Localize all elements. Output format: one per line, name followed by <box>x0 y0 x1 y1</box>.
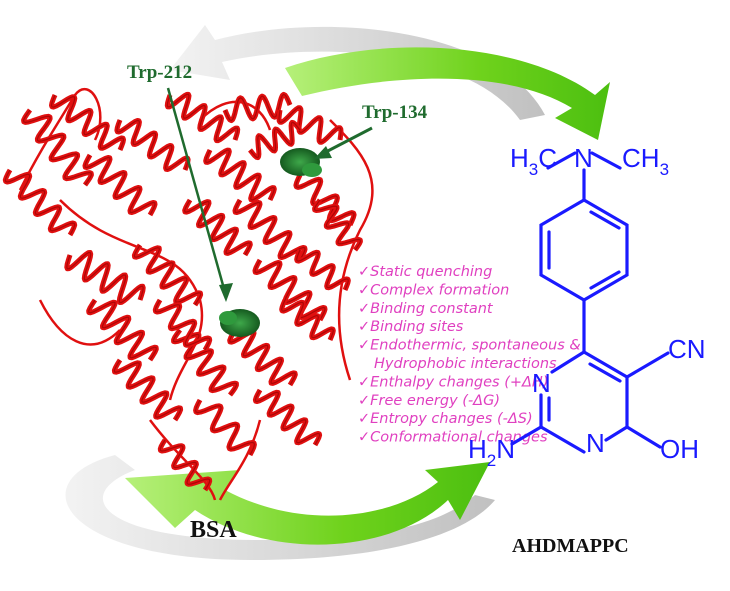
coil-loop <box>149 419 217 501</box>
alpha-helix-shade <box>84 154 156 216</box>
compound-label: AHDMAPPC <box>512 535 629 557</box>
h2n-group: H2N <box>468 434 515 470</box>
alpha-helix-shade <box>116 119 189 171</box>
alpha-helix-shade <box>22 109 93 186</box>
ch3-group: CH3 <box>622 143 669 179</box>
trp-212-label: Trp-212 <box>127 62 192 83</box>
property-item: ✓Binding constant <box>358 301 494 317</box>
bsa-protein-ribbon <box>2 87 374 501</box>
alpha-helix-shade <box>4 169 76 236</box>
alpha-helix-shade <box>224 93 291 122</box>
trp-212-residue <box>219 309 260 337</box>
ahdmappc-structure <box>510 151 670 454</box>
alpha-helix-shade <box>254 259 326 321</box>
alpha-helix-shade <box>254 389 321 446</box>
alpha-helix-shade <box>88 299 157 361</box>
trp-134-residue <box>280 148 322 177</box>
property-item: ✓Free energy (-ΔG) <box>358 393 500 409</box>
bottom-green-arrow <box>125 462 490 545</box>
property-item: ✓Complex formation <box>358 282 509 298</box>
alpha-helix-shade <box>234 199 306 261</box>
alpha-helix-shade <box>281 299 334 341</box>
ring-n-bottom: N <box>586 428 605 458</box>
property-item: ✓Enthalpy changes (+ΔH) <box>358 374 549 390</box>
property-item: ✓Endothermic, spontaneous & <box>358 338 581 354</box>
property-item: ✓Binding sites <box>358 319 464 335</box>
alpha-helix-shade <box>249 121 301 159</box>
property-item: ✓Conformational changes <box>358 430 548 446</box>
property-item: ✓Static quenching <box>358 264 492 280</box>
alpha-helix-shade <box>184 199 251 256</box>
hydroxyl-group: OH <box>660 434 699 464</box>
top-gray-arrow <box>170 25 545 120</box>
amine-n: N <box>574 143 593 173</box>
alpha-helix-shade <box>278 107 342 143</box>
coil-loop <box>329 119 374 381</box>
alpha-helix-shade <box>313 199 362 251</box>
top-green-arrow <box>285 47 610 140</box>
alpha-helix-shade <box>295 174 355 226</box>
alpha-helix-shade <box>66 251 144 304</box>
ring-n-left: N <box>532 368 551 398</box>
h3c-group: H3C <box>510 143 557 179</box>
alpha-helix-shade <box>166 93 239 142</box>
property-item: ✓Entropy changes (-ΔS) <box>358 411 533 427</box>
alpha-helix-shade <box>205 149 275 201</box>
alpha-helix-shade <box>133 244 202 306</box>
trp-134-pointer <box>314 126 373 159</box>
binding-properties-list: ✓Static quenching ✓Complex formation ✓Bind… <box>358 264 581 446</box>
coil-loop <box>59 199 204 401</box>
alpha-helix-shade <box>296 249 349 291</box>
trp-134-label: Trp-134 <box>362 102 428 123</box>
alpha-helix-shade <box>154 299 211 351</box>
alpha-helix-shade <box>50 94 125 151</box>
alpha-helix-shade <box>159 439 211 491</box>
coil-loop <box>38 299 121 346</box>
bsa-label: BSA <box>190 517 237 543</box>
alpha-helix-shade <box>194 399 256 456</box>
ahdmappc-atoms: H3C N CH3 CN N N H2N OH <box>468 143 706 470</box>
alpha-helix-shade <box>173 329 237 396</box>
cyano-group: CN <box>668 334 706 364</box>
alpha-helix-shade <box>229 329 296 386</box>
alpha-helix-shade <box>113 359 182 421</box>
coil-loop <box>218 419 262 501</box>
property-item: Hydrophobic interactions <box>374 356 557 372</box>
trp-212-pointer <box>166 87 233 302</box>
